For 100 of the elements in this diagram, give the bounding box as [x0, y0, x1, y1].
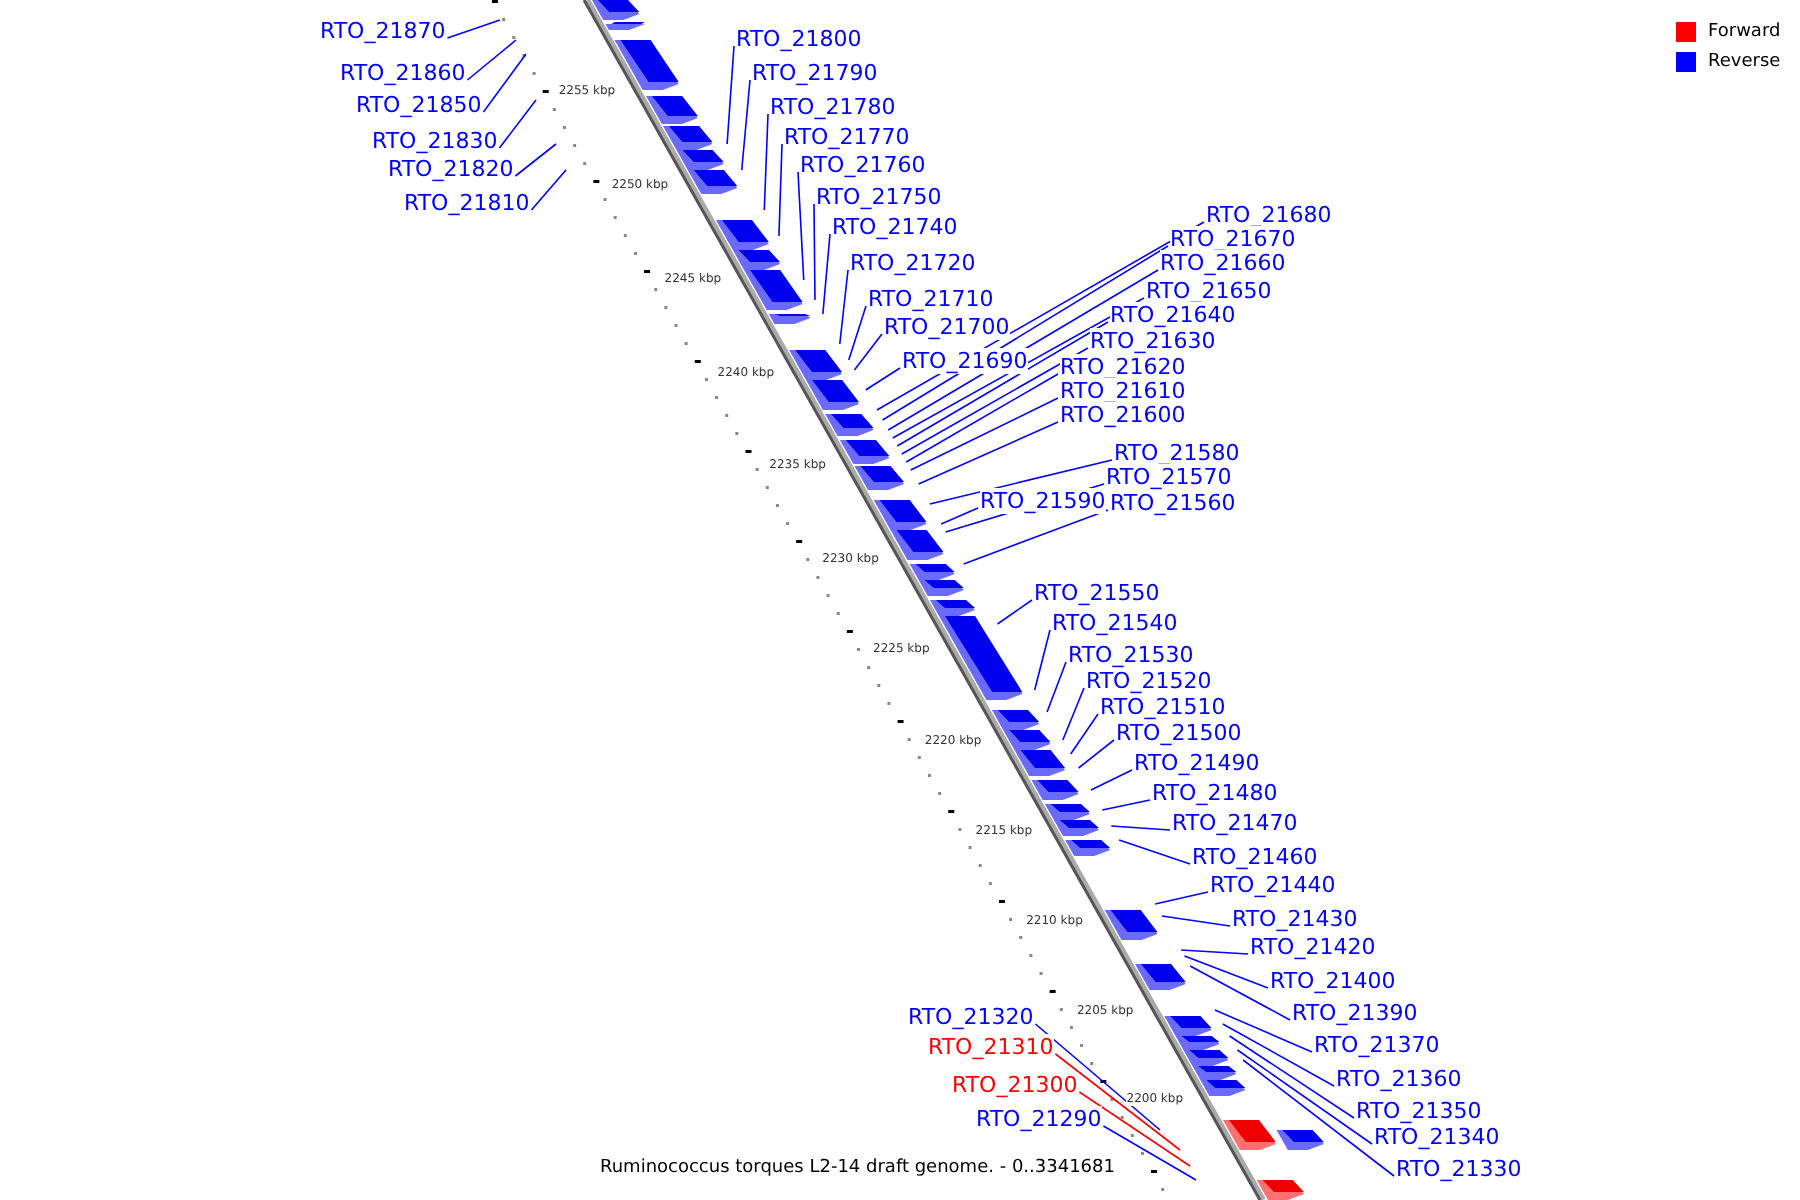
gene-label: RTO_21640 — [1110, 302, 1236, 328]
gene-label: RTO_21560 — [1110, 490, 1236, 516]
gene-label: RTO_21800 — [736, 26, 862, 52]
leader-line — [839, 269, 849, 345]
gene-label: RTO_21850 — [356, 92, 482, 118]
leader-line — [900, 347, 1089, 455]
leader-line — [1077, 739, 1115, 769]
leader-line — [905, 373, 1059, 463]
leader-line — [514, 143, 557, 177]
gene-label: RTO_21350 — [1356, 1098, 1482, 1124]
leader-line — [1118, 839, 1191, 865]
leader-line — [822, 233, 831, 315]
gene-label: RTO_21440 — [1210, 872, 1336, 898]
gene-label: RTO_21650 — [1146, 278, 1272, 304]
leader-line — [1189, 965, 1291, 1021]
leader-line — [1180, 949, 1249, 955]
gene-label: RTO_21810 — [404, 190, 530, 216]
leader-line — [446, 19, 501, 39]
gene-label: RTO_21430 — [1232, 906, 1358, 932]
leader-line — [909, 397, 1059, 471]
gene-label: RTO_21420 — [1250, 934, 1376, 960]
leader-line — [1222, 1023, 1335, 1087]
leader-line — [1110, 825, 1171, 831]
gene-label: RTO_21690 — [902, 348, 1028, 374]
leader-line — [778, 143, 783, 237]
leader-line — [740, 79, 751, 171]
leader-line — [797, 171, 805, 281]
gene-label: RTO_21520 — [1086, 668, 1212, 694]
gene-label: RTO_21470 — [1172, 810, 1298, 836]
leader-line — [813, 203, 816, 301]
leader-line — [853, 333, 883, 371]
leader-line — [1228, 1035, 1355, 1119]
leader-line — [1242, 1059, 1395, 1177]
leader-line — [917, 421, 1059, 485]
gene-label: RTO_21700 — [884, 314, 1010, 340]
gene-label: RTO_21300 — [952, 1072, 1078, 1098]
gene-label: RTO_21370 — [1314, 1032, 1440, 1058]
gene-label: RTO_21780 — [770, 94, 896, 120]
gene-label: RTO_21290 — [976, 1106, 1102, 1132]
leader-line — [1034, 1023, 1161, 1131]
gene-label: RTO_21600 — [1060, 402, 1186, 428]
gene-label: RTO_21830 — [372, 128, 498, 154]
gene-label: RTO_21530 — [1068, 642, 1194, 668]
leader-line — [1154, 891, 1209, 905]
leader-line — [530, 169, 567, 211]
leader-line — [1090, 769, 1133, 791]
gene-label: RTO_21480 — [1152, 780, 1278, 806]
gene-label: RTO_21320 — [908, 1004, 1034, 1030]
gene-label: RTO_21360 — [1336, 1066, 1462, 1092]
gene-label: RTO_21740 — [832, 214, 958, 240]
leader-line — [896, 321, 1109, 447]
gene-label: RTO_21770 — [784, 124, 910, 150]
leader-line — [1046, 661, 1067, 713]
leader-line — [498, 99, 537, 149]
leader-line — [1161, 915, 1231, 927]
gene-label: RTO_21330 — [1396, 1156, 1522, 1182]
legend-label: Reverse — [1708, 51, 1781, 73]
gene-label: RTO_21630 — [1090, 328, 1216, 354]
gene-label: RTO_21760 — [800, 152, 926, 178]
gene-label: RTO_21660 — [1160, 250, 1286, 276]
gene-label: RTO_21400 — [1270, 968, 1396, 994]
gene-label: RTO_21590 — [980, 488, 1106, 514]
gene-label: RTO_21340 — [1374, 1124, 1500, 1150]
gene-label: RTO_21550 — [1034, 580, 1160, 606]
gene-label: RTO_21790 — [752, 60, 878, 86]
gene-label: RTO_21580 — [1114, 440, 1240, 466]
leader-line — [1033, 629, 1051, 691]
leader-line — [482, 53, 527, 113]
leader-line — [1069, 713, 1099, 755]
gene-label: RTO_21710 — [868, 286, 994, 312]
gene-label: RTO_21860 — [340, 60, 466, 86]
leader-line — [1078, 1091, 1191, 1167]
leader-line — [848, 305, 867, 361]
caption: Ruminococcus torques L2-14 draft genome. - 0..3341681 — [600, 1158, 1115, 1180]
leader-line — [940, 507, 979, 525]
leader-line — [763, 113, 769, 211]
gene-label: RTO_21310 — [928, 1034, 1054, 1060]
leader-line — [726, 45, 735, 145]
gene-label: RTO_21870 — [320, 18, 446, 44]
leader-line — [1102, 1125, 1197, 1181]
leader-line — [1101, 799, 1151, 811]
leader-line — [1214, 1009, 1313, 1053]
leader-line — [864, 367, 901, 391]
leader-line — [1183, 955, 1269, 989]
gene-label: RTO_21610 — [1060, 378, 1186, 404]
leader-line — [996, 599, 1033, 625]
leader-line — [962, 509, 1109, 565]
gene-label: RTO_21570 — [1106, 464, 1232, 490]
leader-line — [1062, 687, 1085, 741]
gene-label: RTO_21500 — [1116, 720, 1242, 746]
gene-label: RTO_21820 — [388, 156, 514, 182]
gene-label: RTO_21680 — [1206, 202, 1332, 228]
gene-label: RTO_21620 — [1060, 354, 1186, 380]
gene-label: RTO_21670 — [1170, 226, 1296, 252]
gene-label: RTO_21490 — [1134, 750, 1260, 776]
gene-label: RTO_21390 — [1292, 1000, 1418, 1026]
legend-label: Forward — [1708, 21, 1781, 43]
leader-line — [466, 39, 517, 81]
leader-line — [1054, 1053, 1181, 1151]
gene-label: RTO_21510 — [1100, 694, 1226, 720]
